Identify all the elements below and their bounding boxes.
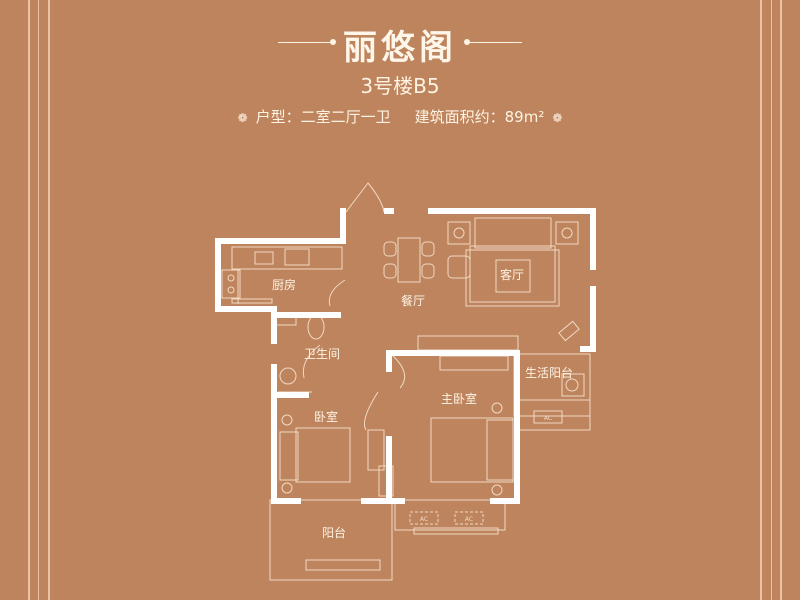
room-label-balcony: 阳台 xyxy=(322,526,347,540)
room-label-kitchen: 厨房 xyxy=(272,278,297,292)
layout-spec: 户型：二室二厅一卫 xyxy=(255,108,391,126)
room-label-bathroom: 卫生间 xyxy=(304,347,341,361)
flower-icon: ❁ xyxy=(237,111,248,125)
frame-line-left-2 xyxy=(38,0,39,600)
svg-text:AC: AC xyxy=(420,516,428,523)
frame-line-left-1 xyxy=(28,0,30,600)
room-label-dining: 餐厅 xyxy=(401,294,426,308)
room-label-master-bedroom: 主卧室 xyxy=(441,392,478,406)
area-spec: 建筑面积约：89m² xyxy=(414,108,545,126)
room-label-bedroom: 卧室 xyxy=(314,410,339,424)
frame-line-left-3 xyxy=(48,0,50,600)
project-title: 丽悠阁 xyxy=(343,28,457,68)
title-dot-right xyxy=(464,39,470,45)
title-rule-right xyxy=(470,42,522,43)
frame-line-right-1 xyxy=(760,0,762,600)
flower-icon: ❁ xyxy=(552,111,563,125)
spec-line: ❁ 户型：二室二厅一卫 建筑面积约：89m² ❁ xyxy=(0,106,800,127)
frame-line-right-3 xyxy=(780,0,782,600)
title-dot-left xyxy=(330,39,336,45)
room-label-service-balcony: 生活阳台 xyxy=(525,366,574,380)
title-rule-left xyxy=(278,42,330,43)
svg-text:AC: AC xyxy=(544,415,552,422)
room-label-living: 客厅 xyxy=(500,268,525,282)
frame-line-right-2 xyxy=(771,0,772,600)
building-unit: 3号楼B5 xyxy=(360,74,440,98)
svg-text:AC: AC xyxy=(465,516,473,523)
